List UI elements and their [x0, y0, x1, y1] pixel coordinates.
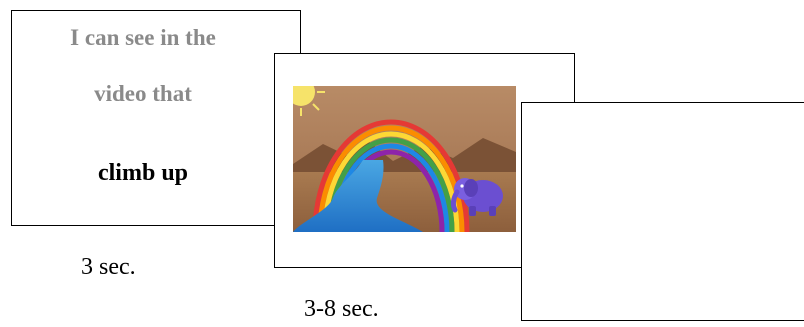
rainbow-elephant-illustration	[293, 86, 516, 232]
duration-label-2: 3-8 sec.	[304, 296, 379, 322]
video-card	[274, 53, 575, 268]
river	[293, 160, 423, 232]
sun-icon	[293, 86, 315, 106]
video-still-image	[293, 86, 516, 232]
target-phrase: climb up	[97, 160, 189, 186]
elephant-icon	[450, 178, 503, 216]
prompt-text-line-2: video that	[94, 81, 192, 106]
prompt-text-line-1: I can see in the	[70, 25, 216, 50]
blank-card	[521, 102, 804, 321]
prompt-card: I can see in the video that climb up	[11, 10, 301, 226]
duration-label-1: 3 sec.	[81, 254, 136, 280]
